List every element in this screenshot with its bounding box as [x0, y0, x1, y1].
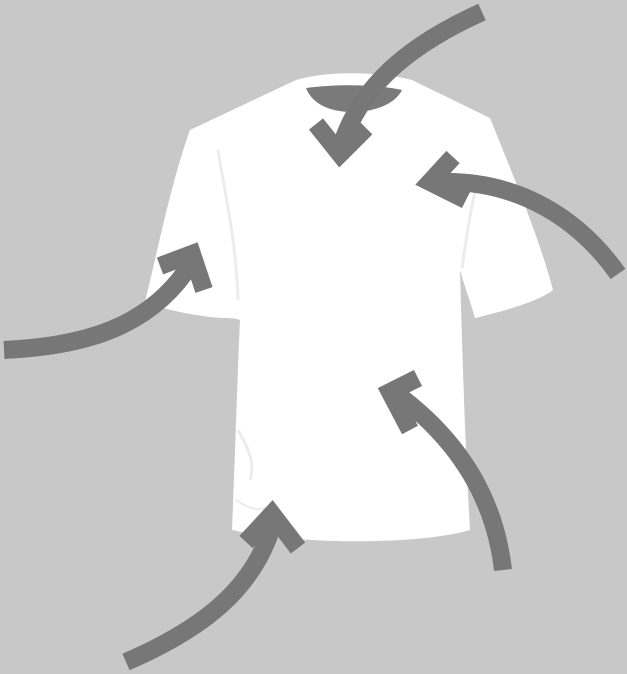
arrow-to-left-hem [126, 514, 298, 662]
